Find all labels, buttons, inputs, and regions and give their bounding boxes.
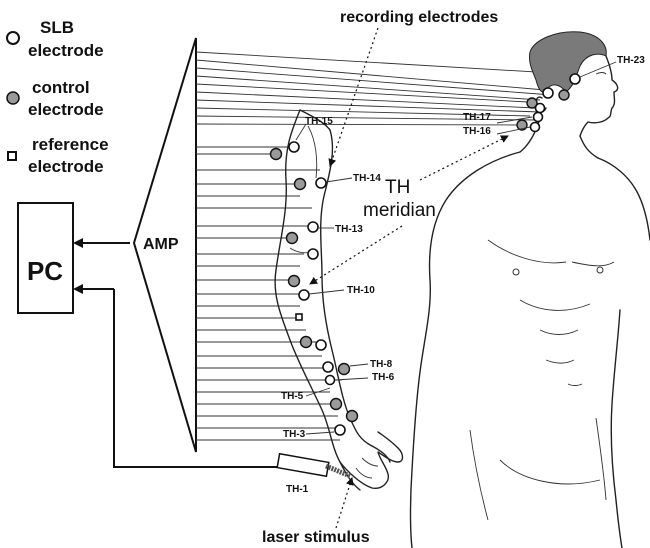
label-th6: TH-6 [372, 372, 395, 383]
head-lead-wires [196, 52, 570, 125]
legend-slb-line2: electrode [28, 41, 104, 60]
recording-arrow [330, 28, 378, 166]
label-th1: TH-1 [286, 484, 309, 495]
arm-lead-wires [196, 147, 342, 440]
slb-electrode-head-b [536, 104, 545, 113]
slb-electrode-arm-b [316, 340, 326, 350]
legend-control-line2: electrode [28, 100, 104, 119]
slb-electrode-th10 [299, 290, 309, 300]
control-electrode-th14 [295, 179, 306, 190]
legend-slb-line1: SLB [40, 18, 74, 37]
legend-reference-line2: electrode [28, 157, 104, 176]
pc-label: PC [27, 256, 63, 286]
slb-electrode-th14 [316, 178, 326, 188]
label-th17: TH-17 [463, 112, 491, 123]
pc-box: PC [18, 203, 73, 313]
label-th13: TH-13 [335, 224, 363, 235]
meridian-arrows [310, 28, 508, 528]
label-th14: TH-14 [353, 173, 381, 184]
slb-electrode-th8 [323, 362, 333, 372]
label-th16: TH-16 [463, 126, 491, 137]
slb-electrode-th23 [570, 74, 580, 84]
laser-device [277, 454, 350, 476]
legend-control-line1: control [32, 78, 90, 97]
laser-stimulus-label: laser stimulus [262, 529, 370, 546]
legend-reference-line1: reference [32, 135, 109, 154]
amplifier: AMP [134, 38, 196, 452]
legend: SLB electrode control electrode referenc… [7, 18, 109, 176]
label-th8: TH-8 [370, 359, 393, 370]
laser-arrow [336, 478, 352, 528]
reference-electrode [296, 314, 302, 320]
slb-electrode-th3 [335, 425, 345, 435]
control-electrode-th10 [289, 276, 300, 287]
control-electrode-th15 [271, 149, 282, 160]
slb-electrode-th15 [289, 142, 299, 152]
label-th15: TH-15 [305, 116, 333, 127]
recording-electrodes-label: recording electrodes [340, 9, 498, 26]
slb-electrode-th17 [534, 113, 543, 122]
slb-electrode-arm-a [308, 249, 318, 259]
label-th10: TH-10 [347, 285, 375, 296]
label-th3: TH-3 [283, 429, 306, 440]
meridian-label-line2: meridian [363, 200, 436, 221]
control-electrode-th5 [331, 399, 342, 410]
label-th5: TH-5 [281, 391, 304, 402]
meridian-label-line1: TH [385, 177, 410, 198]
control-electrode-th8 [339, 364, 350, 375]
control-electrode-head [559, 90, 569, 100]
control-electrode-icon [7, 92, 19, 104]
meridian-arrow-head [420, 136, 508, 180]
control-electrode-arm-c [347, 411, 358, 422]
slb-electrode-head-a [543, 88, 553, 98]
control-electrode-arm-b [301, 337, 312, 348]
slb-electrode-icon [7, 32, 19, 44]
slb-electrode-th13 [308, 222, 318, 232]
slb-electrode-th6 [326, 376, 335, 385]
reference-electrode-icon [8, 152, 16, 160]
amp-label: AMP [143, 236, 179, 253]
control-electrode-th13 [287, 233, 298, 244]
slb-electrode-th16 [531, 123, 540, 132]
label-th23: TH-23 [617, 55, 645, 66]
